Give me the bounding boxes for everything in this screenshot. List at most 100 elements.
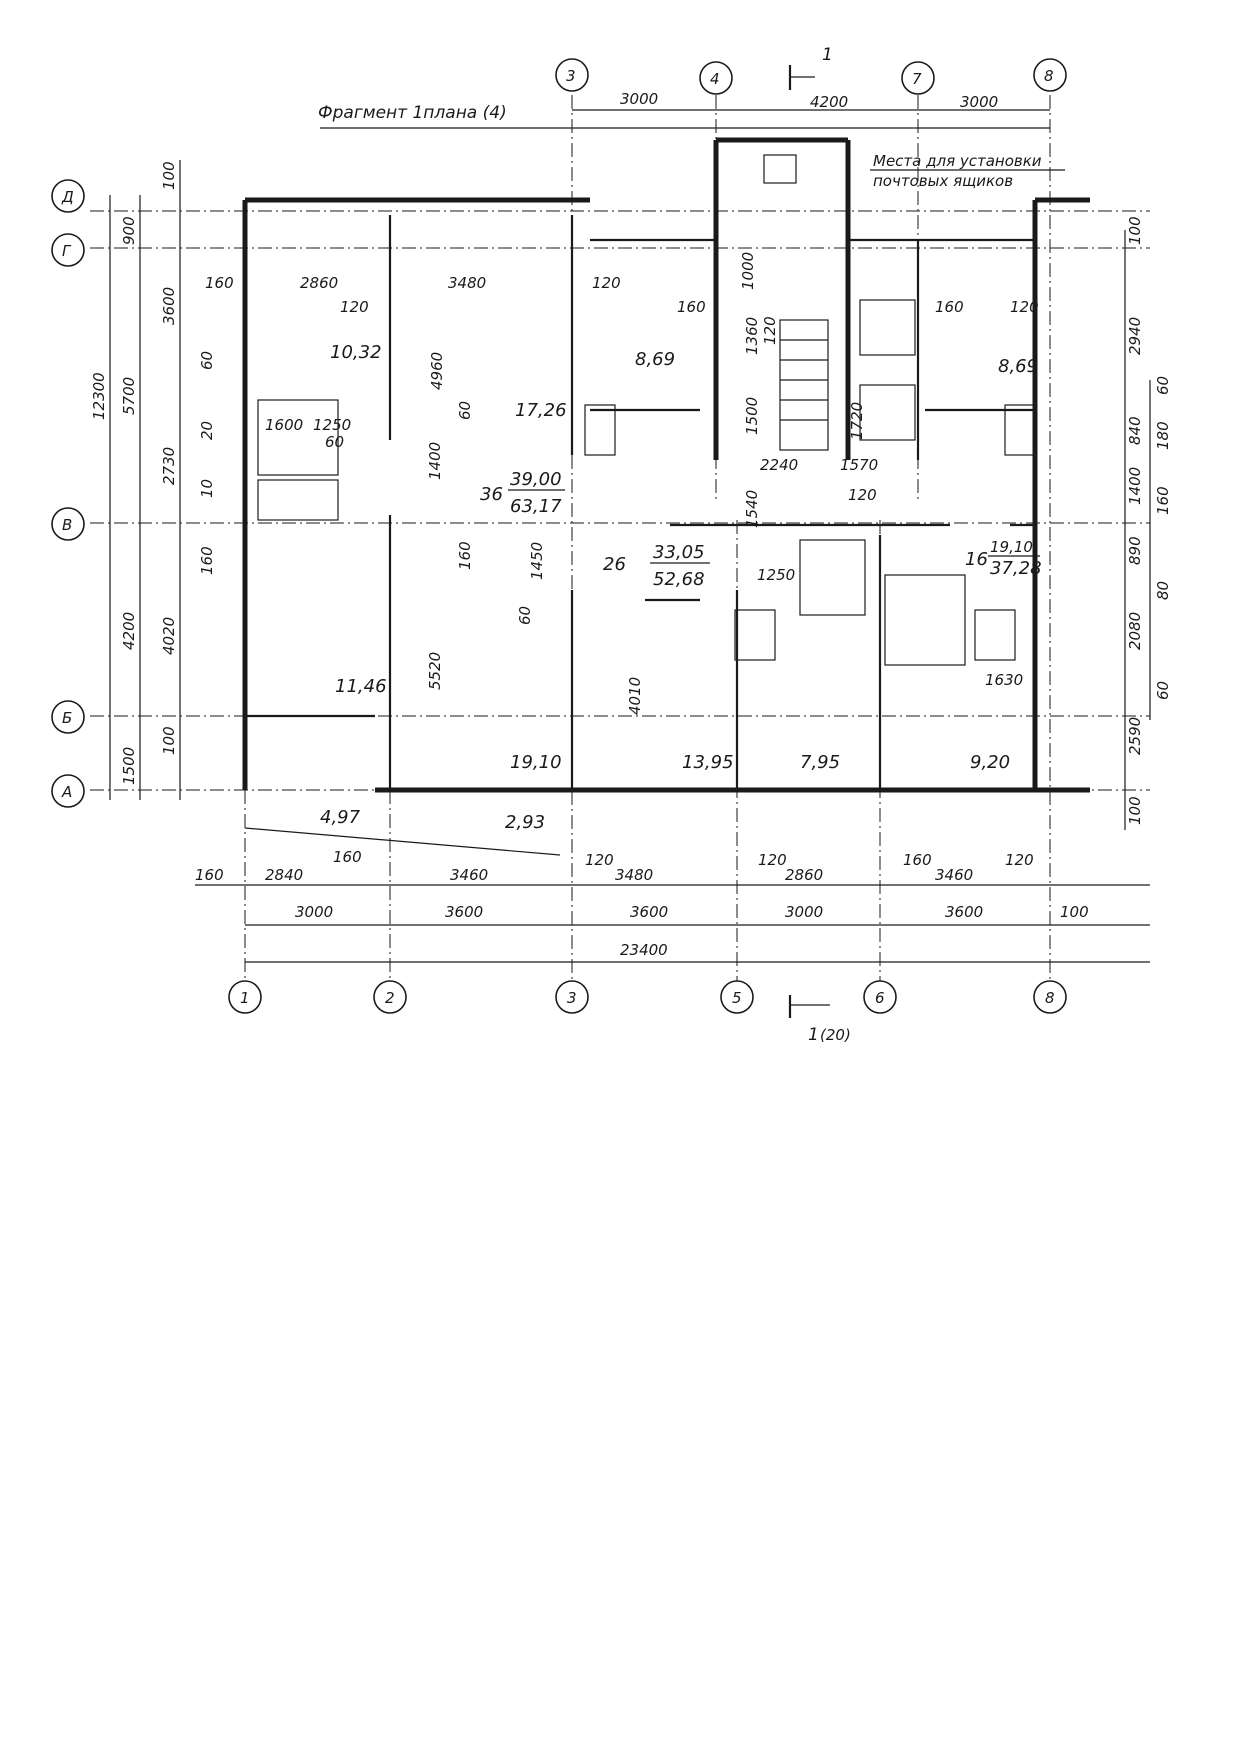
dim-right: 80	[1154, 581, 1172, 600]
dim-bottom-2: 3600	[945, 903, 983, 921]
dim-left-outer: 12300	[90, 372, 108, 420]
section-mark-bottom-label: 1	[808, 1025, 819, 1045]
apartment-count: 26	[603, 554, 626, 575]
dim-left-inner: 3600	[160, 287, 178, 325]
dim-interior: 1630	[985, 671, 1023, 689]
dim-interior: 4010	[626, 677, 644, 715]
dim-bottom-1: 3460	[450, 866, 488, 884]
axis-bubble-bottom-2: 2	[373, 980, 407, 1014]
axis-label: В	[62, 516, 72, 534]
dim-interior: 1360	[743, 317, 761, 355]
dim-bottom-1: 3480	[615, 866, 653, 884]
dim-interior: 120	[592, 274, 621, 292]
axis-label: 8	[1044, 67, 1054, 85]
dim-interior: 4960	[428, 352, 446, 390]
dim-interior: 160	[935, 298, 964, 316]
axis-label: Д	[61, 188, 74, 206]
dim-left-mid: 900	[120, 216, 138, 245]
dim-left-inner: 2730	[160, 447, 178, 485]
dim-left-inner: 60	[198, 351, 216, 370]
dim-interior: 1000	[739, 252, 757, 290]
dim-left-inner: 4020	[160, 617, 178, 655]
apartment-count: 16	[965, 549, 988, 570]
dim-left-inner: 160	[198, 546, 216, 575]
dim-right: 2590	[1126, 717, 1144, 755]
dim-bottom-1: 120	[585, 851, 614, 869]
apartment-living-area: 19,10	[990, 538, 1033, 556]
room-area: 9,20	[970, 752, 1010, 773]
dim-bottom-total: 23400	[620, 941, 668, 959]
axis-bubble-top-4: 4	[699, 61, 733, 95]
room-area: 19,10	[510, 752, 562, 773]
dim-interior: 120	[340, 298, 369, 316]
dim-right: 100	[1126, 796, 1144, 825]
dim-left-mid: 4200	[120, 612, 138, 650]
section-mark-bottom: 1 (20)	[788, 995, 851, 1045]
dim-interior: 120	[1010, 298, 1039, 316]
dim-bottom-2: 3600	[445, 903, 483, 921]
dim-bottom-1: 160	[903, 851, 932, 869]
dim-interior: 5520	[426, 652, 444, 690]
axis-bubble-bottom-3: 3	[555, 980, 589, 1014]
dim-right: 60	[1154, 681, 1172, 700]
dim-bottom-1: 120	[758, 851, 787, 869]
axis-label: Г	[62, 242, 72, 260]
dim-right: 2940	[1126, 317, 1144, 355]
section-mark-bottom-ref: (20)	[820, 1026, 851, 1044]
axis-bubble-bottom-8: 8	[1033, 980, 1067, 1014]
apartment-summary-3: 16 19,10 37,28	[965, 538, 1042, 579]
apartment-summary-2: 26 33,05 52,68	[603, 542, 710, 590]
dim-interior: 1250	[313, 416, 351, 434]
dimension-lines	[109, 109, 1151, 963]
dim-bottom-1: 2840	[265, 866, 303, 884]
axis-label: 8	[1045, 989, 1055, 1007]
dim-interior: 1600	[265, 416, 303, 434]
axis-label: 5	[732, 989, 742, 1007]
dim-bottom-1: 3460	[935, 866, 973, 884]
dim-bottom-1: 120	[1005, 851, 1034, 869]
dim-interior: 160	[677, 298, 706, 316]
room-area: 13,95	[682, 752, 734, 773]
axis-bubble-left-G: Г	[51, 233, 85, 267]
dim-interior: 60	[456, 401, 474, 420]
axis-bubble-bottom-6: 6	[863, 980, 897, 1014]
interior-walls	[245, 215, 1035, 790]
dim-right: 180	[1154, 421, 1172, 450]
section-mark-top: 1	[788, 45, 833, 90]
dim-interior: 60	[325, 433, 344, 451]
dim-interior: 3480	[448, 274, 486, 292]
room-area: 4,97	[320, 807, 361, 828]
dim-interior: 1570	[840, 456, 878, 474]
axis-label: 3	[566, 67, 576, 85]
axis-label: А	[61, 783, 72, 801]
plan-title: Фрагмент 1плана (4)	[318, 103, 507, 123]
axis-bubble-left-V: В	[51, 507, 85, 541]
dim-right: 60	[1154, 376, 1172, 395]
dim-top: 4200	[810, 93, 848, 111]
mailbox-note-line1: Места для установки	[873, 152, 1042, 170]
dim-right: 890	[1126, 536, 1144, 565]
dim-interior: 1720	[848, 402, 866, 440]
dim-bottom-2: 3000	[785, 903, 823, 921]
room-area: 2,93	[505, 812, 545, 833]
axis-label: 3	[567, 989, 577, 1007]
room-area: 7,95	[800, 752, 840, 773]
axis-label: 1	[240, 989, 250, 1007]
apartment-living-area: 39,00	[510, 469, 562, 490]
mailbox-note-line2: почтовых ящиков	[873, 172, 1013, 190]
dim-interior: 120	[761, 316, 779, 345]
axis-bubble-top-3: 3	[555, 58, 589, 92]
apartment-living-area: 33,05	[653, 542, 705, 563]
section-mark-top-label: 1	[822, 45, 833, 65]
dim-bottom-2: 3000	[295, 903, 333, 921]
axis-bubble-left-D: Д	[51, 179, 85, 213]
apartment-total-area: 37,28	[990, 558, 1042, 579]
dim-left-inner: 100	[160, 161, 178, 190]
dim-bottom-2: 100	[1060, 903, 1089, 921]
apartment-total-area: 63,17	[510, 496, 562, 517]
dim-interior: 1450	[528, 542, 546, 580]
axis-label: 4	[710, 70, 720, 88]
dim-top: 3000	[620, 90, 658, 108]
dim-interior: 1250	[757, 566, 795, 584]
